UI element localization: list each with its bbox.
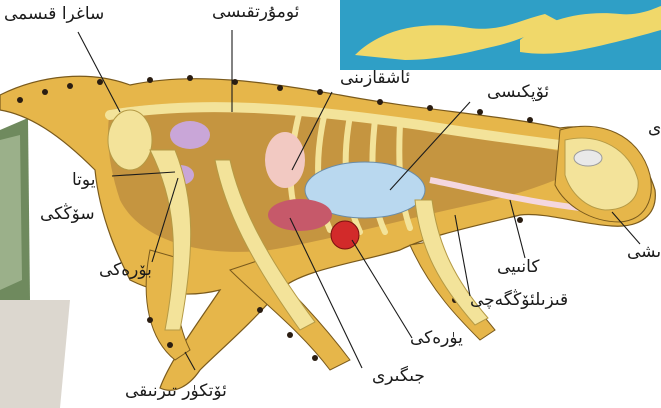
label-heart: يۈرەكى bbox=[410, 330, 463, 347]
liver-organ bbox=[268, 199, 332, 231]
label-cut-mouth: ىشى bbox=[627, 244, 661, 261]
inset-running-cheetahs bbox=[340, 0, 661, 70]
foliage-background bbox=[0, 118, 70, 408]
label-tail-end: ئۆتكۈر تىرنىقى bbox=[125, 383, 227, 400]
label-bone-marrow: سۆڭكى bbox=[40, 206, 95, 223]
label-trachea: قىزىلئۆڭگەچى bbox=[470, 292, 568, 309]
kidney-organ bbox=[170, 121, 210, 149]
label-spine: ئومۇرتقىسى bbox=[212, 4, 299, 21]
label-kidney-tip: كانىيى bbox=[497, 259, 539, 276]
label-stomach: ئاشقازىنى bbox=[340, 70, 410, 87]
label-brain-partial: ى bbox=[648, 120, 661, 137]
label-kidney: بۆرەكى bbox=[99, 262, 152, 279]
label-lung: ئۆپكىسى bbox=[487, 84, 549, 101]
label-pelvic-cavity: ساغرا قىسمى bbox=[4, 6, 104, 23]
label-liver: جىگىرى bbox=[372, 368, 425, 385]
label-gallbladder: يوتا bbox=[72, 172, 95, 189]
stomach-organ bbox=[265, 132, 305, 188]
